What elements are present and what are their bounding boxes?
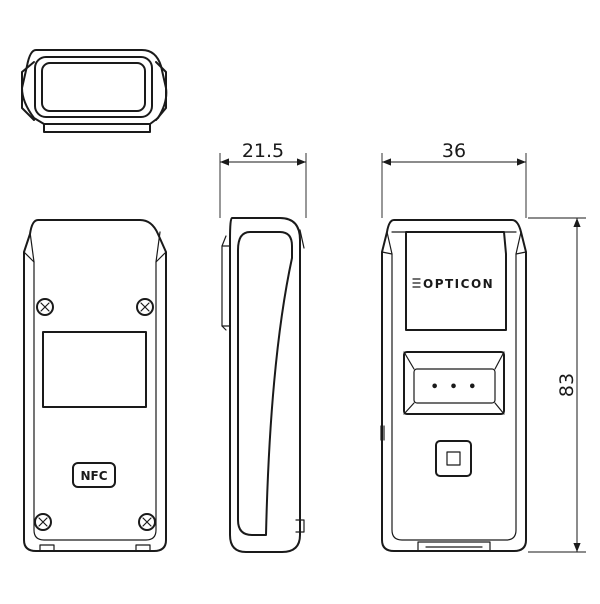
depth-dimension-label: 21.5 (242, 140, 284, 162)
scan-button-housing (403, 351, 505, 415)
screw-bottom-left-icon (34, 513, 52, 531)
opticon-logo-icon (412, 278, 421, 288)
side-view (221, 217, 305, 553)
screw-top-right-icon (136, 298, 154, 316)
bottom-connector (417, 541, 491, 552)
dimension-width: 36 (381, 140, 527, 218)
square-button-inner (446, 451, 461, 466)
dimension-height: 83 (528, 217, 586, 553)
back-view: NFC (23, 219, 167, 552)
front-view: OPTICON • • • (380, 219, 527, 552)
top-view (21, 49, 168, 133)
nfc-label: NFC (80, 469, 107, 483)
label-area (42, 331, 147, 408)
indicator-dots: • • • (431, 380, 480, 395)
screw-top-left-icon (36, 298, 54, 316)
height-dimension-label: 83 (556, 373, 578, 397)
screw-bottom-right-icon (138, 513, 156, 531)
width-dimension-label: 36 (442, 140, 466, 162)
square-button (435, 440, 472, 477)
dimension-depth: 21.5 (219, 140, 307, 218)
brand-label: OPTICON (423, 277, 494, 291)
scan-button (413, 368, 496, 404)
nfc-badge (72, 462, 116, 488)
